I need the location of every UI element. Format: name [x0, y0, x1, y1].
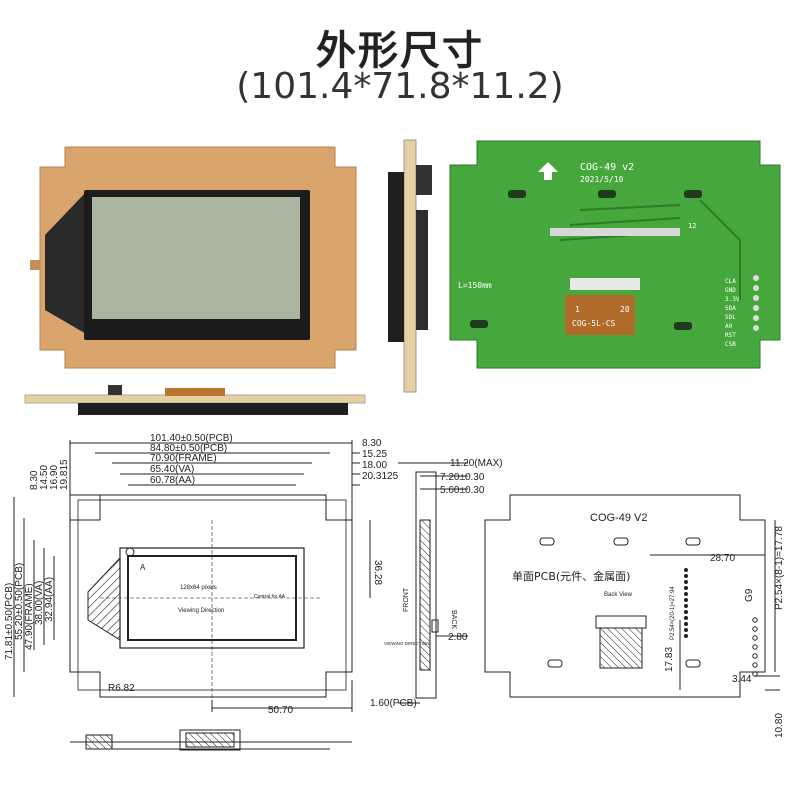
- marker-a: A: [140, 563, 146, 572]
- pcb-model-label: COG-49 v2: [580, 162, 634, 173]
- dim-right-1: 8.30: [362, 438, 382, 449]
- pcb-pin-last: 20: [620, 305, 630, 314]
- dim-left-1: 8.30: [29, 470, 40, 490]
- pcb-header-first: 12: [688, 222, 696, 230]
- dim-pcb-height: 71.81±0.50(PCB): [4, 583, 15, 660]
- pcb-pin-cla: CLA: [725, 278, 736, 285]
- dim-pitch-8: P2.54×(8-1)=17.78: [774, 526, 785, 610]
- back-drawing-labels: COG-49 V2 单面PCB(元件、金属面) Back View 28.70 …: [512, 512, 785, 738]
- pcb-pin-first: 1: [575, 305, 580, 314]
- page-title: 外形尺寸: [316, 28, 484, 74]
- dim-3-44: 3.44: [732, 674, 752, 685]
- pcb-pin-a0: A0: [725, 323, 733, 330]
- dim-frame-height: 47.90(FRAME): [24, 583, 35, 650]
- side-drawing-labels: 11.20(MAX) 7.20±0.30 5.60±0.30 FRONT BAC…: [370, 458, 503, 709]
- side-photo: [388, 139, 432, 393]
- dim-5-60: 5.60±0.30: [440, 485, 485, 496]
- pcb-pin-csb: CSB: [725, 341, 736, 348]
- dim-28-70: 28.70: [710, 553, 735, 564]
- dim-radius: R6.82: [108, 683, 135, 694]
- edge-photo: [24, 385, 366, 415]
- central-aa-label: Central for AA: [254, 594, 286, 600]
- pin-g9-label: G9: [744, 588, 755, 602]
- pcb-pin-rst: RST: [725, 332, 736, 339]
- viewing-direction-label: Viewing Direction: [178, 608, 224, 614]
- pcb-pin-sda: SDA: [725, 305, 736, 312]
- dim-frame-width: 70.90(FRAME): [150, 453, 217, 464]
- pcb-pin-header: [753, 275, 759, 331]
- dim-17-83: 17.83: [664, 647, 675, 672]
- back-drawing: [484, 494, 780, 698]
- front-photo: [30, 146, 357, 369]
- dim-va-width: 65.40(VA): [150, 464, 194, 475]
- front-drawing-labels: 101.40±0.50(PCB) 84.80±0.50(PCB) 70.90(F…: [4, 433, 399, 716]
- front-label: FRONT: [403, 587, 410, 612]
- dim-pcb-thickness: 1.60(PCB): [370, 698, 417, 709]
- pcb-pin-sdl: SDL: [725, 314, 736, 321]
- dim-36-28: 36.28: [372, 560, 383, 585]
- dim-aa-height: 32.94(AA): [44, 577, 55, 622]
- dim-pcb-inner-height: 55.20±0.50(PCB): [14, 563, 25, 640]
- side-drawing: [398, 462, 468, 704]
- dim-10-80: 10.80: [774, 713, 785, 738]
- dim-7-20: 7.20±0.30: [440, 472, 485, 483]
- dim-right-3: 18.00: [362, 460, 387, 471]
- viewing-direction-side: VIEWING DIRECTION: [384, 641, 430, 646]
- dim-right-4: 20.3125: [362, 471, 399, 482]
- pcb-pin-3v3: 3.3V: [725, 296, 740, 303]
- pixels-label: 128x64 pixels: [180, 585, 217, 591]
- dim-left-4: 19.815: [59, 459, 70, 490]
- pcb-cable-label: L=150mm: [458, 281, 492, 290]
- dim-11-20: 11.20(MAX): [450, 458, 503, 469]
- dim-pcb-width: 101.40±0.50(PCB): [150, 433, 233, 444]
- dim-2-80: 2.80: [448, 632, 468, 643]
- back-photo: COG-49 v2 2021/5/10 L=150mm 1 20 COG-5L-…: [449, 140, 781, 369]
- dim-pcb-inner-width: 84.80±0.50(PCB): [150, 443, 227, 454]
- pcb-pin-gnd: GND: [725, 287, 736, 294]
- pcb-connector-label: COG-5L-CS: [572, 319, 616, 328]
- dim-left-3: 16.90: [49, 465, 60, 490]
- page-subtitle: (101.4*71.8*11.2): [236, 66, 564, 107]
- dim-50-70: 50.70: [268, 705, 293, 716]
- bottom-profile-drawing: [70, 729, 352, 751]
- front-drawing: [13, 440, 371, 712]
- dim-va-height: 38.00(VA): [34, 581, 45, 625]
- back-label: BACK: [450, 610, 457, 629]
- back-view-label: Back View: [604, 592, 633, 598]
- dim-aa-width: 60.78(AA): [150, 475, 195, 486]
- dim-pitch-20: P2.54×(20-1)=27.94: [670, 586, 676, 640]
- dim-left-2: 14.50: [39, 465, 50, 490]
- single-side-pcb-note: 单面PCB(元件、金属面): [512, 569, 630, 583]
- dim-right-2: 15.25: [362, 449, 387, 460]
- pcb-date-label: 2021/5/10: [580, 175, 624, 184]
- back-model-label: COG-49 V2: [590, 512, 647, 524]
